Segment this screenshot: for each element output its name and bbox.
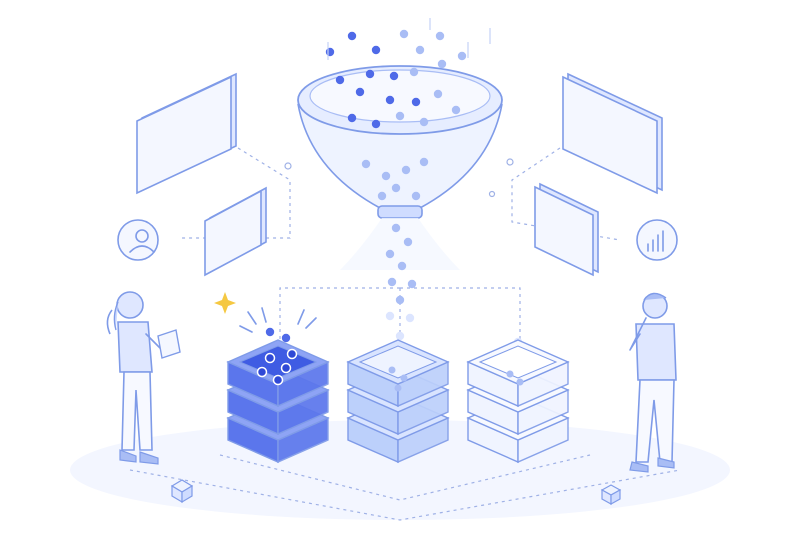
- stack-secondary: [346, 339, 450, 464]
- particle: [387, 277, 397, 287]
- particle: [435, 31, 445, 41]
- particle: [385, 311, 395, 321]
- particle: [381, 171, 391, 181]
- particle: [355, 87, 365, 97]
- tray-particle: [388, 366, 396, 374]
- panel-right-large: [562, 72, 663, 195]
- particle: [371, 45, 381, 55]
- user-icon: [117, 219, 159, 261]
- glow-particle: [280, 362, 292, 374]
- particle: [391, 223, 401, 233]
- particle: [403, 237, 413, 247]
- stack-tray: [358, 345, 438, 379]
- person-right: [629, 292, 677, 473]
- particle: [385, 249, 395, 259]
- funnel: [297, 65, 503, 270]
- particle: [347, 31, 357, 41]
- connector-panels-left: [180, 147, 291, 239]
- particle: [347, 113, 357, 123]
- glow-particle: [264, 352, 276, 364]
- particle: [411, 191, 421, 201]
- particle: [395, 331, 405, 341]
- tray-particle: [516, 378, 524, 386]
- particle: [399, 29, 409, 39]
- particle: [411, 97, 421, 107]
- glow-particle: [286, 348, 298, 360]
- tray-particle: [506, 370, 514, 378]
- tray-particle: [400, 374, 408, 382]
- particle: [409, 67, 419, 77]
- particle: [281, 333, 291, 343]
- floor-shadow: [70, 420, 730, 520]
- panel-left-large: [136, 72, 237, 195]
- dot-marker: [284, 162, 292, 170]
- particle: [389, 71, 399, 81]
- person-left: [106, 291, 181, 465]
- tablet-icon: [157, 329, 181, 359]
- particle: [265, 327, 275, 337]
- particle: [335, 75, 345, 85]
- cube-left: [170, 479, 194, 504]
- particle: [385, 95, 395, 105]
- particle: [395, 111, 405, 121]
- floor-grid: [129, 454, 681, 521]
- particle: [377, 191, 387, 201]
- sparkle-icon: [214, 292, 236, 314]
- particle: [437, 59, 447, 69]
- dot-marker: [488, 190, 496, 198]
- particle: [397, 261, 407, 271]
- tray-particle: [394, 384, 402, 392]
- particle: [361, 159, 371, 169]
- stack-tertiary: [466, 339, 570, 464]
- particle: [419, 157, 429, 167]
- cube-right: [600, 484, 622, 506]
- glow-particle: [256, 366, 268, 378]
- connector-right: [400, 287, 521, 340]
- particle: [415, 45, 425, 55]
- stack-tray: [478, 345, 558, 379]
- particle: [371, 119, 381, 129]
- particle: [407, 279, 417, 289]
- dot-marker: [506, 158, 514, 166]
- panel-left-small: [204, 186, 267, 277]
- particle: [457, 51, 467, 61]
- bar-chart-icon: [636, 219, 678, 261]
- particle: [433, 89, 443, 99]
- particle: [391, 183, 401, 193]
- particle: [405, 313, 415, 323]
- particle: [365, 69, 375, 79]
- particle: [395, 295, 405, 305]
- particle: [401, 165, 411, 175]
- particle: [451, 105, 461, 115]
- glow-particle: [272, 374, 284, 386]
- data-stacks: [226, 339, 570, 464]
- panel-right-small: [534, 182, 599, 277]
- particle: [419, 117, 429, 127]
- glow-rays: [239, 307, 317, 333]
- data-particles: [265, 18, 523, 369]
- connector-left: [279, 287, 400, 340]
- particle: [325, 47, 335, 57]
- stack-primary: [226, 339, 330, 464]
